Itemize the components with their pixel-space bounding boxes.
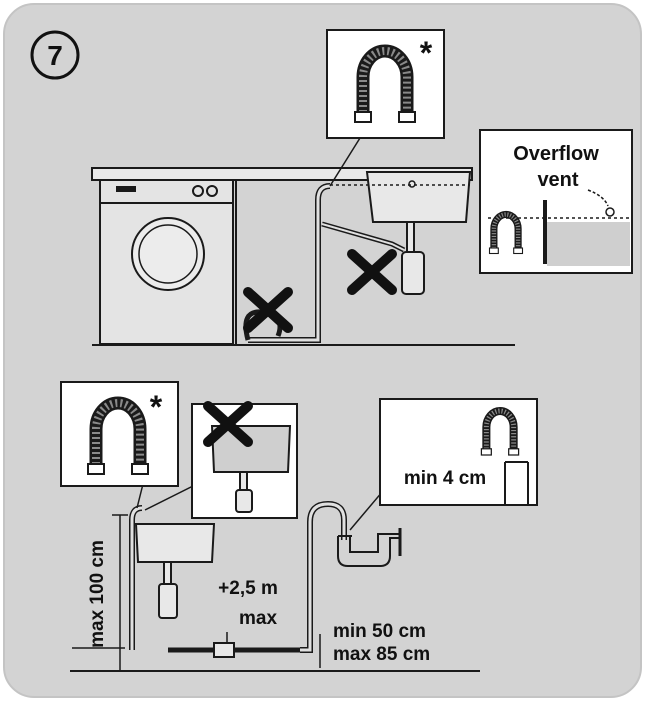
bottom-scene: max 100 cm +2,5 m max min 50 cm max 85 (60, 381, 538, 672)
asterisk-mark: * (420, 35, 433, 71)
overflow-label: Overflow (513, 143, 599, 165)
hose-bend-inset: * (326, 29, 445, 139)
washing-machine-icon (99, 179, 234, 345)
extension-max-label: max (239, 608, 277, 629)
wrong-sink-inset (191, 404, 298, 519)
overflow-vent-inset: Overflow vent (479, 129, 633, 274)
min-4cm-label: min 4 cm (404, 468, 486, 489)
min-4cm-inset: min 4 cm (379, 398, 538, 506)
max-100-label: max 100 cm (87, 540, 108, 648)
hose-connector (213, 642, 235, 658)
step-badge: 7 (30, 30, 80, 80)
extension-label: +2,5 m (218, 578, 278, 599)
vent-label: vent (537, 169, 578, 191)
top-scene: * Overflow vent (91, 29, 633, 346)
hose-bend-inset: * (60, 381, 179, 487)
min-50-label: min 50 cm (333, 621, 426, 642)
step-number: 7 (47, 40, 63, 71)
max-85-label: max 85 cm (333, 644, 430, 665)
sink-icon (134, 523, 216, 619)
standpipe-icon (337, 528, 402, 567)
sink-icon (330, 171, 472, 295)
asterisk-mark: * (150, 389, 163, 425)
